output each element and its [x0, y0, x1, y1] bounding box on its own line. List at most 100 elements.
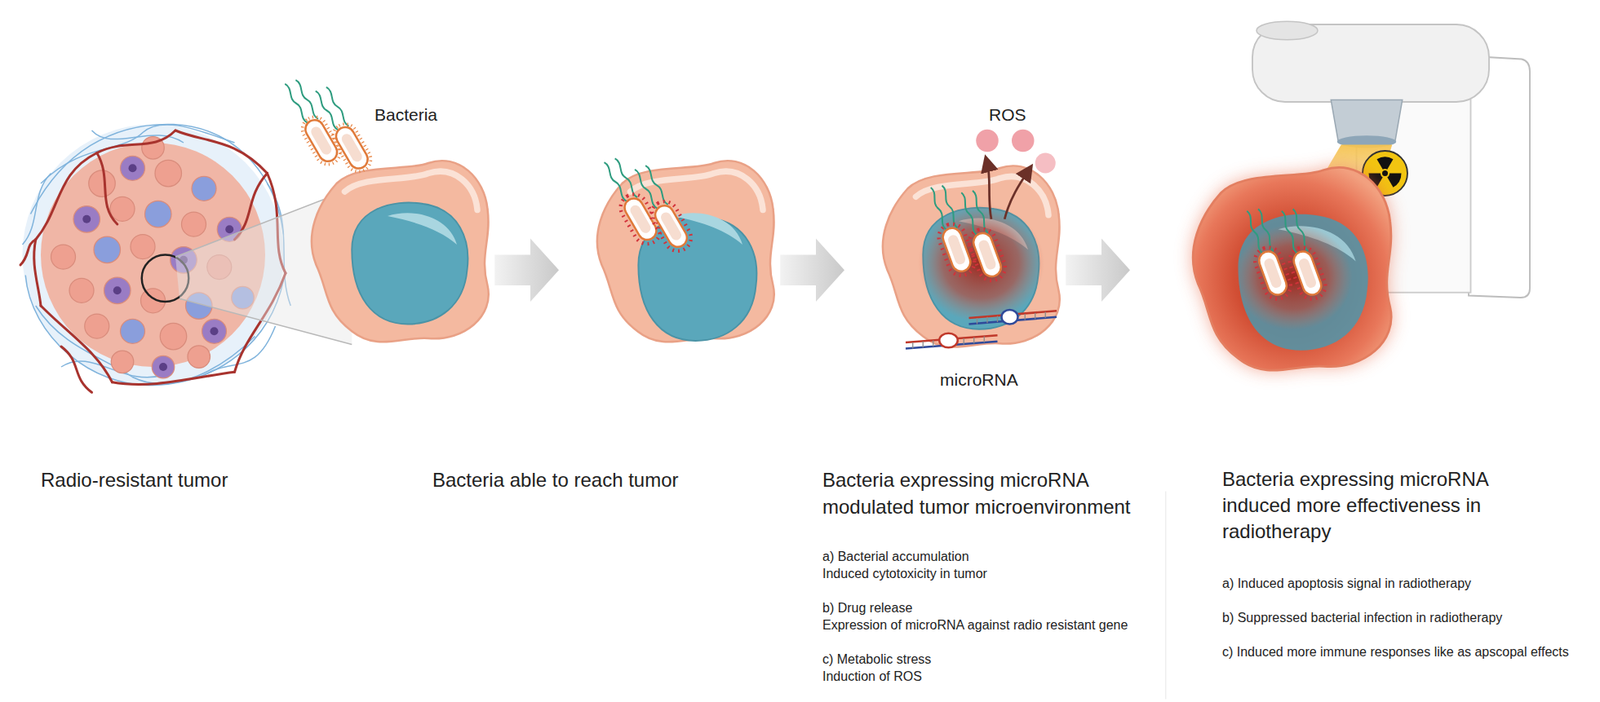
stage-caption: Bacteria able to reach tumor: [432, 466, 679, 494]
tumor-illustration-part-part: [155, 159, 182, 187]
tumor-illustration-part-part: [210, 327, 219, 336]
cell-illustration: [882, 129, 1060, 350]
figure-label: microRNA: [939, 369, 1019, 391]
tumor-illustration-part-part: [159, 363, 168, 372]
tumor-illustration-part-part: [187, 345, 211, 369]
radiotherapy-machine-part: [1256, 21, 1318, 40]
microrna-duplex-part-part: [986, 317, 988, 324]
microrna-duplex-part-part: [1024, 314, 1026, 321]
cell-illustration-part: [975, 129, 999, 153]
tumor-illustration-part-part: [159, 323, 187, 351]
tumor-illustration-part-part: [93, 236, 121, 264]
microrna-duplex-part-part: [912, 342, 914, 350]
cell-illustration-part: [387, 212, 457, 245]
cell-illustration-part: [595, 154, 666, 249]
separator-line: [1165, 491, 1166, 701]
cell-illustration-part: [921, 181, 979, 280]
irradiated-cell-part-part: [1192, 167, 1392, 371]
stage-note: Induction of ROS: [822, 669, 922, 686]
radiotherapy-machine-part: [1330, 100, 1403, 142]
cell-illustration-part: [351, 203, 468, 325]
cell-illustration-part: [597, 160, 775, 342]
cell-illustration-part: [311, 160, 489, 342]
tumor-illustration-part-part: [151, 355, 175, 379]
illustration-part: [20, 21, 1530, 700]
cell-illustration-part: [987, 163, 992, 220]
stage-note: c) Metabolic stress: [822, 651, 931, 669]
tumor-illustration-part-part: [191, 176, 217, 201]
tumor-illustration-part-part: [120, 319, 146, 344]
radiation-symbol-part: [1382, 170, 1388, 177]
microrna-duplex-part-part: [1034, 313, 1036, 320]
radiation-symbol-part: [1381, 166, 1404, 189]
tumor-illustration-part: [179, 298, 352, 345]
microrna-duplex-part: [939, 333, 958, 349]
cell-illustration: [595, 154, 775, 342]
microrna-duplex: [905, 310, 1057, 350]
irradiated-cell-part: [1272, 205, 1330, 303]
tumor-illustration-part-part: [97, 153, 118, 226]
figure-label: ROS: [988, 104, 1027, 125]
microrna-duplex-part-part: [997, 316, 998, 324]
tumor-illustration-part-part: [145, 200, 173, 228]
cell-illustration-part: [277, 76, 346, 170]
tumor-illustration-part-part: [88, 170, 116, 198]
radiation-symbol-part: [1380, 168, 1390, 178]
microrna-duplex-part-part: [983, 336, 985, 344]
tumor-illustration-part-part: [69, 278, 94, 303]
cell-illustration-part: [630, 171, 764, 210]
irradiated-cell-part-part: [1192, 167, 1392, 371]
stage-caption: Bacteria expressing microRNA induced mor…: [1222, 466, 1525, 546]
stage-caption: Radio-resistant tumor: [40, 466, 228, 494]
microrna-duplex-part-part: [973, 337, 975, 345]
tumor-illustration-part-part: [130, 234, 156, 260]
stage-note: c) Induced more immune responses like as…: [1222, 644, 1569, 661]
tumor-illustration-part-part: [110, 350, 134, 374]
stage-note: Induced cytotoxicity in tumor: [822, 566, 988, 583]
tumor-illustration-part-part: [120, 155, 146, 181]
tumor-illustration-part-part: [202, 319, 227, 344]
cell-illustration-part: [952, 186, 1010, 284]
tumor-illustration-part-part: [181, 212, 207, 237]
tumor-illustration-part-part: [84, 314, 110, 339]
cell-illustration-part: [1004, 171, 1029, 220]
tumor-illustration-part-part: [110, 196, 135, 222]
cell-illustration-part: [1011, 129, 1035, 153]
irradiated-cell-part: [1192, 167, 1392, 371]
tumor-illustration-part-part: [112, 372, 235, 385]
tumor-illustration-part-part: [61, 346, 93, 393]
cell-illustration-part: [882, 165, 1060, 347]
microrna-duplex-part-part: [1045, 312, 1046, 320]
tumor-illustration-part-part: [104, 277, 132, 305]
stage-note: Expression of microRNA against radio res…: [822, 617, 1128, 634]
cell-illustration-part: [307, 83, 376, 177]
stage-note: b) Drug release: [822, 600, 913, 617]
microrna-duplex-part-part: [963, 338, 965, 346]
tumor-illustration-part-part: [34, 239, 41, 306]
tumor-illustration-part-part: [73, 206, 101, 234]
stage-note: b) Suppressed bacterial infection in rad…: [1222, 610, 1503, 627]
microrna-duplex-part-part: [932, 341, 934, 348]
microrna-duplex-part: [1001, 310, 1019, 325]
tumor-illustration-part-part: [203, 326, 276, 376]
step-arrow-part: [780, 239, 845, 303]
tumor-illustration-part-part: [128, 163, 138, 173]
cell-illustration-part: [625, 161, 696, 257]
tumor-illustration-part-part: [113, 286, 122, 295]
irradiated-cell: [1192, 167, 1392, 371]
microrna-duplex-part-part: [922, 341, 924, 349]
tumor-illustration-part-part: [225, 225, 234, 234]
tumor-illustration-part-part: [35, 130, 176, 240]
step-arrow-part: [494, 239, 559, 303]
figure-label: Bacteria: [374, 104, 438, 125]
stage-caption: Bacteria expressing microRNA modulated t…: [822, 466, 1157, 521]
microrna-duplex-part-part: [976, 318, 978, 325]
step-arrow-part: [1065, 239, 1131, 303]
stage-note: a) Induced apoptosis signal in radiother…: [1222, 576, 1472, 593]
tumor-illustration-part-part: [82, 215, 91, 224]
stage-note: a) Bacterial accumulation: [822, 549, 970, 566]
tumor-illustration-part-part: [175, 130, 268, 174]
tumor-illustration-part-part: [51, 244, 76, 270]
